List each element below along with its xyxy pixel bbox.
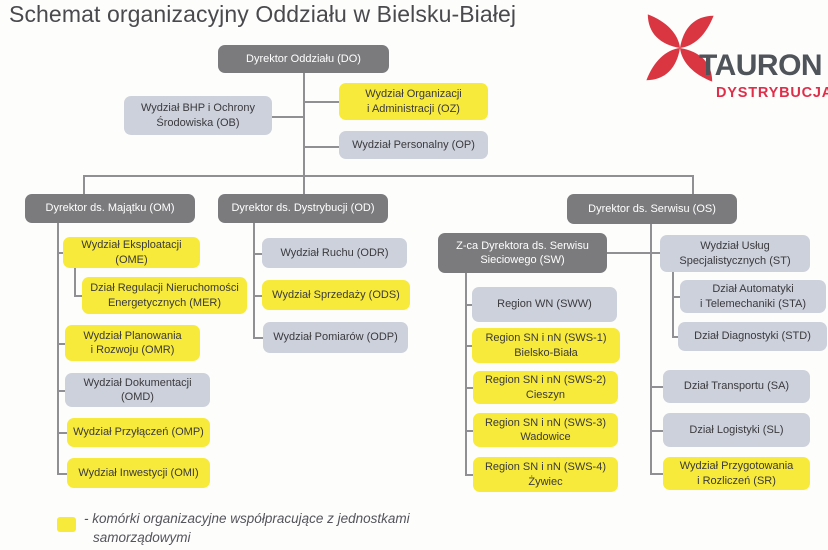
org-node-omd: Wydział Dokumentacji (OMD) xyxy=(65,373,210,407)
connector-line xyxy=(303,146,339,148)
connector-line xyxy=(465,345,472,347)
connector-line xyxy=(253,337,263,339)
org-node-sws2: Region SN i nN (SWS-2) Cieszyn xyxy=(473,371,618,404)
org-node-odr: Wydział Ruchu (ODR) xyxy=(262,238,407,268)
connector-line xyxy=(465,273,467,474)
org-node-omr: Wydział Planowania i Rozwoju (OMR) xyxy=(65,325,200,361)
tauron-pinwheel-icon xyxy=(646,14,714,82)
org-node-sws1: Region SN i nN (SWS-1) Bielsko-Biała xyxy=(472,328,620,363)
legend-line-1: - komórki organizacyjne współpracujące z… xyxy=(84,511,410,526)
org-node-oz: Wydział Organizacji i Administracji (OZ) xyxy=(339,83,488,120)
connector-line xyxy=(57,390,65,392)
org-node-std: Dział Diagnostyki (STD) xyxy=(678,322,827,351)
connector-line xyxy=(672,272,674,336)
org-node-om: Dyrektor ds. Majątku (OM) xyxy=(25,194,195,223)
org-node-ome: Wydział Eksploatacji (OME) xyxy=(63,237,200,268)
connector-line xyxy=(74,268,76,295)
connector-line xyxy=(607,252,660,254)
connector-line xyxy=(650,224,652,473)
org-node-sw: Z-ca Dyrektora ds. Serwisu Sieciowego (S… xyxy=(438,233,607,273)
connector-line xyxy=(253,295,262,297)
org-node-os: Dyrektor ds. Serwisu (OS) xyxy=(567,194,737,224)
org-node-sww: Region WN (SWW) xyxy=(472,287,617,322)
connector-line xyxy=(272,116,303,118)
connector-line xyxy=(57,223,59,473)
logo-product-text: DYSTRYBUCJA xyxy=(716,85,828,101)
connector-line xyxy=(253,223,255,337)
connector-line xyxy=(57,252,63,254)
page-title: Schemat organizacyjny Oddziału w Bielsku… xyxy=(9,1,517,27)
org-node-od: Dyrektor ds. Dystrybucji (OD) xyxy=(218,194,388,223)
connector-line xyxy=(83,175,85,194)
legend-yellow-swatch xyxy=(57,517,76,532)
connector-line xyxy=(650,473,663,475)
org-node-omi: Wydział Inwestycji (OMI) xyxy=(67,458,210,488)
org-node-sr: Wydział Przygotowania i Rozliczeń (SR) xyxy=(663,457,810,490)
org-node-ods: Wydział Sprzedaży (ODS) xyxy=(262,280,410,310)
org-node-do: Dyrektor Oddziału (DO) xyxy=(218,45,389,73)
connector-line xyxy=(303,101,339,103)
connector-line xyxy=(303,73,305,175)
connector-line xyxy=(57,473,67,475)
connector-line xyxy=(650,386,663,388)
org-node-omp: Wydział Przyłączeń (OMP) xyxy=(67,418,210,447)
connector-line xyxy=(692,175,694,194)
org-node-sa: Dział Transportu (SA) xyxy=(663,370,810,403)
connector-line xyxy=(672,336,678,338)
org-node-odp: Wydział Pomiarów (ODP) xyxy=(263,322,408,353)
org-node-op: Wydział Personalny (OP) xyxy=(339,131,488,159)
logo-brand-text: TAURON xyxy=(699,49,823,82)
connector-line xyxy=(465,430,473,432)
connector-line xyxy=(650,430,663,432)
connector-line xyxy=(465,304,472,306)
org-node-mer: Dział Regulacji Nieruchomości Energetycz… xyxy=(82,277,247,314)
connector-line xyxy=(83,175,692,177)
connector-line xyxy=(672,296,680,298)
org-node-sta: Dział Automatyki i Telemechaniki (STA) xyxy=(680,280,826,313)
connector-line xyxy=(57,432,67,434)
connector-line xyxy=(253,253,262,255)
org-node-ob: Wydział BHP i Ochrony Środowiska (OB) xyxy=(124,96,272,135)
connector-line xyxy=(465,387,473,389)
org-node-st: Wydział Usług Specjalistycznych (ST) xyxy=(660,235,810,272)
legend-line-2: samorządowymi xyxy=(93,529,191,545)
connector-line xyxy=(303,175,305,194)
org-node-sws4: Region SN i nN (SWS-4) Żywiec xyxy=(473,457,618,492)
connector-line xyxy=(57,343,65,345)
tauron-logo: TAURON DYSTRYBUCJA xyxy=(645,4,828,106)
legend: - komórki organizacyjne współpracujące z… xyxy=(0,505,828,550)
connector-line xyxy=(465,474,473,476)
legend-text: - komórki organizacyjne współpracujące z… xyxy=(84,510,410,548)
connector-line xyxy=(74,295,82,297)
org-node-sl: Dział Logistyki (SL) xyxy=(663,413,810,447)
org-node-sws3: Region SN i nN (SWS-3) Wadowice xyxy=(473,413,618,447)
